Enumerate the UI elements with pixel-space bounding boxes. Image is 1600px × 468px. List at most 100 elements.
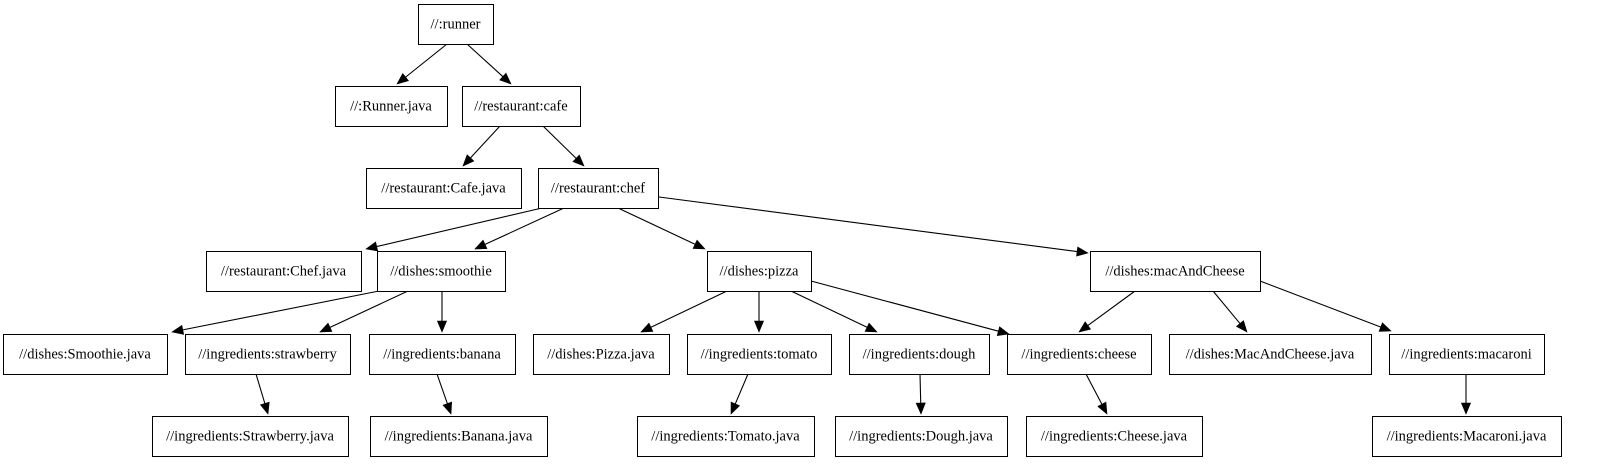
node-box[interactable] [1090,251,1261,292]
arrow-head-icon [259,401,270,415]
edge-restaurant_chef-to-dishes_pizza [617,207,706,250]
graph-node-runner_java[interactable]: //:Runner.java [335,86,448,127]
node-label: //ingredients:dough [863,346,977,362]
node-box[interactable] [835,416,1008,457]
node-label: //dishes:Pizza.java [547,346,655,362]
edge-line [542,125,578,161]
node-box[interactable] [1372,416,1562,457]
node-label: //restaurant:cafe [474,98,567,114]
node-box[interactable] [687,334,832,375]
arrow-head-icon [436,320,448,333]
edge-line [374,207,543,248]
node-layer: //:runner //:Runner.java //restaurant:cafe… [3,4,1562,457]
node-box[interactable] [152,416,349,457]
graph-node-ing_macaroni[interactable]: //ingredients:macaroni [1389,334,1545,375]
graph-node-runner[interactable]: //:runner [418,4,494,45]
edge-ing_tomato-to-tomato_java [730,373,749,415]
arrow-head-icon [640,322,654,333]
node-box[interactable] [3,334,168,375]
node-box[interactable] [377,251,506,292]
graph-node-banana_java[interactable]: //ingredients:Banana.java [370,416,548,457]
node-box[interactable] [370,416,548,457]
node-box[interactable] [206,251,362,292]
node-label: //ingredients:tomato [701,346,818,362]
node-box[interactable] [1389,334,1545,375]
edge-line [466,43,505,79]
graph-node-ing_dough[interactable]: //ingredients:dough [849,334,990,375]
edge-ing_banana-to-banana_java [436,373,453,415]
arrow-head-icon [1460,402,1472,415]
graph-node-restaurant_chef[interactable]: //restaurant:chef [538,168,659,209]
node-box[interactable] [462,86,581,127]
edge-line [734,373,749,406]
graph-node-restaurant_cafe[interactable]: //restaurant:cafe [462,86,581,127]
edge-runner-to-runner_java [396,43,448,85]
edge-restaurant_cafe-to-cafe_java [462,125,501,167]
node-label: //dishes:MacAndCheese.java [1186,346,1355,362]
edge-line [436,373,449,406]
node-label: //dishes:pizza [720,263,799,279]
node-label: //:runner [431,16,481,32]
node-box[interactable] [1169,334,1372,375]
edge-line [1085,373,1104,407]
arrow-head-icon [396,72,409,85]
graph-node-macaroni_java[interactable]: //ingredients:Macaroni.java [1372,416,1562,457]
graph-node-macandcheese_java[interactable]: //dishes:MacAndCheese.java [1169,334,1372,375]
edge-dishes_pizza-to-pizza_java [640,290,728,333]
node-box[interactable] [369,334,516,375]
node-box[interactable] [707,251,812,292]
node-box[interactable] [1026,416,1203,457]
edge-dishes_macandchee-to-macandcheese_java [1212,290,1248,333]
graph-node-strawberry_java[interactable]: //ingredients:Strawberry.java [152,416,349,457]
graph-node-chef_java[interactable]: //restaurant:Chef.java [206,251,362,292]
node-box[interactable] [418,4,494,45]
edge-restaurant_chef-to-dishes_smoothie [474,207,565,250]
node-label: //restaurant:Chef.java [221,263,347,279]
node-box[interactable] [637,416,815,457]
graph-node-dishes_macandchee[interactable]: //dishes:macAndCheese [1090,251,1261,292]
arrow-head-icon [365,241,379,252]
arrow-head-icon [864,322,878,333]
arrow-head-icon [474,239,488,250]
node-box[interactable] [533,334,670,375]
edge-dishes_macandchee-to-ing_cheese [1078,290,1136,333]
node-box[interactable] [538,168,659,209]
graph-node-cheese_java[interactable]: //ingredients:Cheese.java [1026,416,1203,457]
node-label: //ingredients:Cheese.java [1041,428,1188,444]
edge-dishes_smoothie-to-smoothie_java [171,290,380,335]
graph-node-pizza_java[interactable]: //dishes:Pizza.java [533,334,670,375]
graph-node-ing_strawberry[interactable]: //ingredients:strawberry [185,334,351,375]
node-box[interactable] [335,86,448,127]
node-box[interactable] [366,168,522,209]
edge-line [1259,280,1383,329]
node-label: //ingredients:cheese [1021,346,1136,362]
arrow-head-icon [753,320,765,333]
node-label: //dishes:smoothie [390,263,492,279]
edge-ing_macaroni-to-macaroni_java [1460,374,1472,415]
edge-line [255,373,266,406]
edge-line [403,43,448,79]
node-label: //dishes:macAndCheese [1105,263,1244,279]
graph-node-smoothie_java[interactable]: //dishes:Smoothie.java [3,334,168,375]
node-box[interactable] [185,334,351,375]
graph-node-tomato_java[interactable]: //ingredients:Tomato.java [637,416,815,457]
graph-node-dishes_pizza[interactable]: //dishes:pizza [707,251,812,292]
graph-node-cafe_java[interactable]: //restaurant:Cafe.java [366,168,522,209]
graph-node-ing_cheese[interactable]: //ingredients:cheese [1007,334,1152,375]
graph-node-ing_tomato[interactable]: //ingredients:tomato [687,334,832,375]
graph-node-ing_banana[interactable]: //ingredients:banana [369,334,516,375]
graph-node-dishes_smoothie[interactable]: //dishes:smoothie [377,251,506,292]
edge-ing_cheese-to-cheese_java [1085,373,1108,415]
edge-dishes_macandchee-to-ing_macaroni [1259,280,1392,332]
arrow-head-icon [171,324,185,335]
node-box[interactable] [1007,334,1152,375]
edge-dishes_pizza-to-ing_cheese [810,280,1010,336]
node-label: //dishes:Smoothie.java [19,346,151,362]
graph-node-dough_java[interactable]: //ingredients:Dough.java [835,416,1008,457]
arrow-head-icon [462,154,475,167]
edge-layer [171,43,1472,415]
node-box[interactable] [849,334,990,375]
edge-ing_strawberry-to-strawberry_java [255,373,270,415]
